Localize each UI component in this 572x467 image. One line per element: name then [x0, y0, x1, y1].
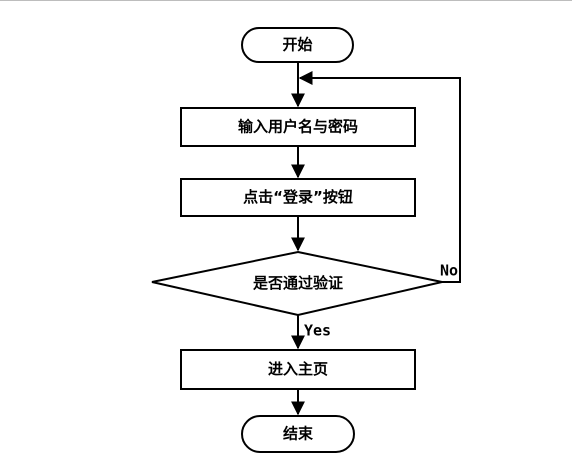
yes-edge-label: Yes: [304, 322, 331, 340]
start-label: 开始: [282, 36, 312, 54]
enter-home-label: 进入主页: [268, 360, 328, 378]
start-terminal: [241, 27, 354, 63]
edge-decision-loop-no: [298, 71, 461, 283]
click-login-label: 点击“登录”按钮: [243, 188, 353, 206]
validation-decision-diamond: [151, 250, 443, 317]
no-edge-label: No: [440, 262, 458, 280]
input-credentials-label: 输入用户名与密码: [238, 118, 358, 136]
validation-decision-label: 是否通过验证: [252, 274, 343, 292]
end-label: 结束: [283, 425, 314, 443]
end-terminal: [241, 415, 355, 453]
click-login-box: [180, 178, 416, 217]
input-credentials-box: [180, 107, 416, 147]
enter-home-box: [180, 349, 416, 390]
